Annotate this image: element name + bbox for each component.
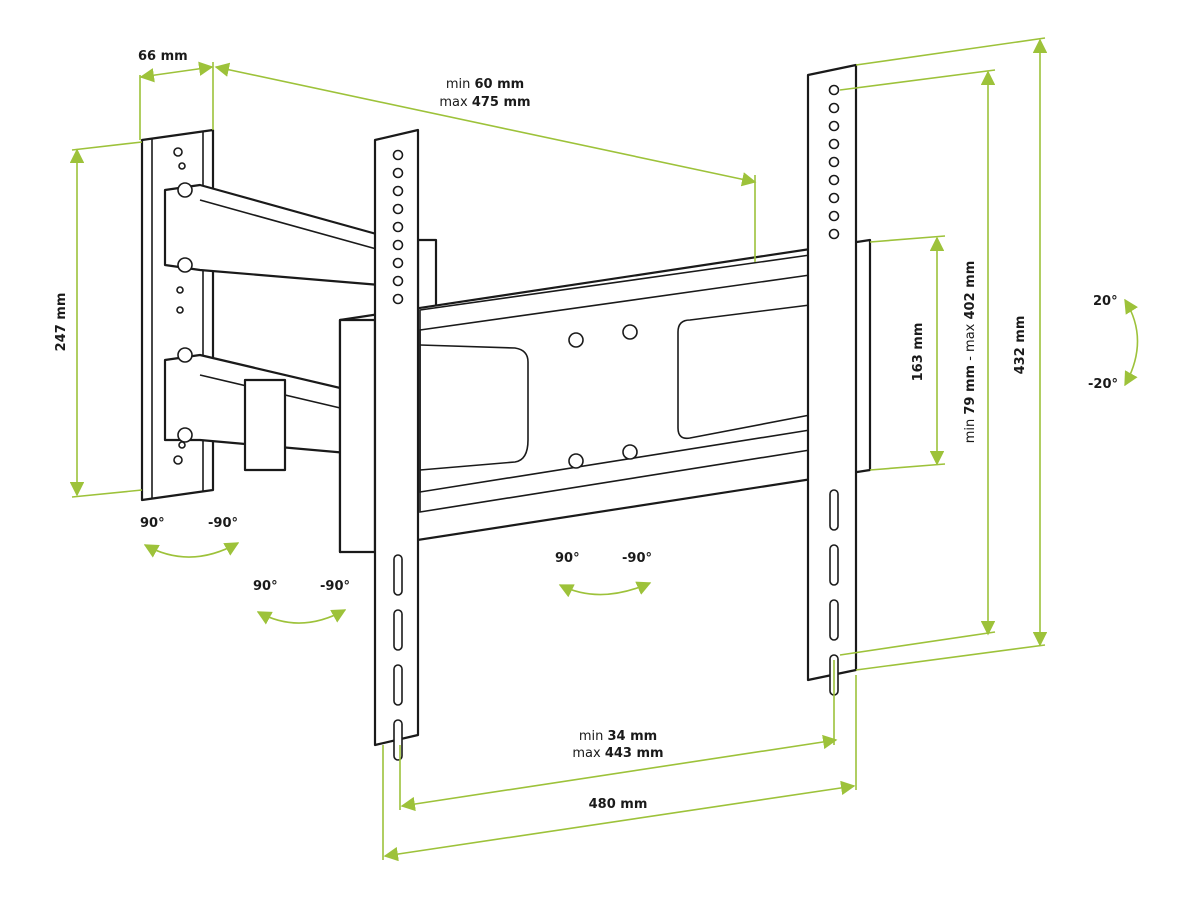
extension-min-label: min 60 mm [446,77,524,92]
rail-slot [829,544,839,586]
rail-slot [393,609,403,651]
rail-hole [828,84,840,96]
rail-hole [392,185,404,197]
rail-hole [828,102,840,114]
tilt-down-label: -20° [1088,377,1118,392]
tv-bracket-frame [338,238,872,554]
rail-hole [392,257,404,269]
rail-hole [392,293,404,305]
rail-hole [828,138,840,150]
wall-plate-height-label: 247 mm [54,293,69,352]
tilt-up-label: 20° [1093,294,1118,309]
rail-slot [393,664,403,706]
right-vertical-rail [806,63,858,696]
wall-swivel-right-label: -90° [208,516,238,531]
rail-hole [828,120,840,132]
rail-slot [829,599,839,641]
rail-hole [392,239,404,251]
head-swivel-right-label: -90° [622,551,652,566]
extension-max-label: max 475 mm [439,95,530,110]
bracket-spacing-label: 163 mm [911,323,926,382]
rail-hole [828,156,840,168]
vesa-vertical-label: min 79 mm - max 402 mm [963,261,978,444]
arm-swivel-left-label: 90° [253,579,278,594]
wall-depth-label: 66 mm [138,49,188,64]
wall-swivel-left-label: 90° [140,516,165,531]
rail-hole [828,174,840,186]
rail-slot [393,554,403,596]
rail-hole [392,149,404,161]
head-swivel-left-label: 90° [555,551,580,566]
total-width-label: 480 mm [589,797,648,812]
rail-slot [829,489,839,531]
rail-height-label: 432 mm [1013,316,1028,375]
rail-hole [828,192,840,204]
rail-hole [392,275,404,287]
rail-hole [392,221,404,233]
arm-swivel-right-label: -90° [320,579,350,594]
dimension-lines [69,37,1139,862]
rail-hole [828,228,840,240]
rail-hole [828,210,840,222]
rail-hole [392,203,404,215]
vesa-horizontal-max-label: max 443 mm [572,746,663,761]
rail-hole [392,167,404,179]
left-vertical-rail [373,128,420,761]
vesa-horizontal-min-label: min 34 mm [579,729,657,744]
